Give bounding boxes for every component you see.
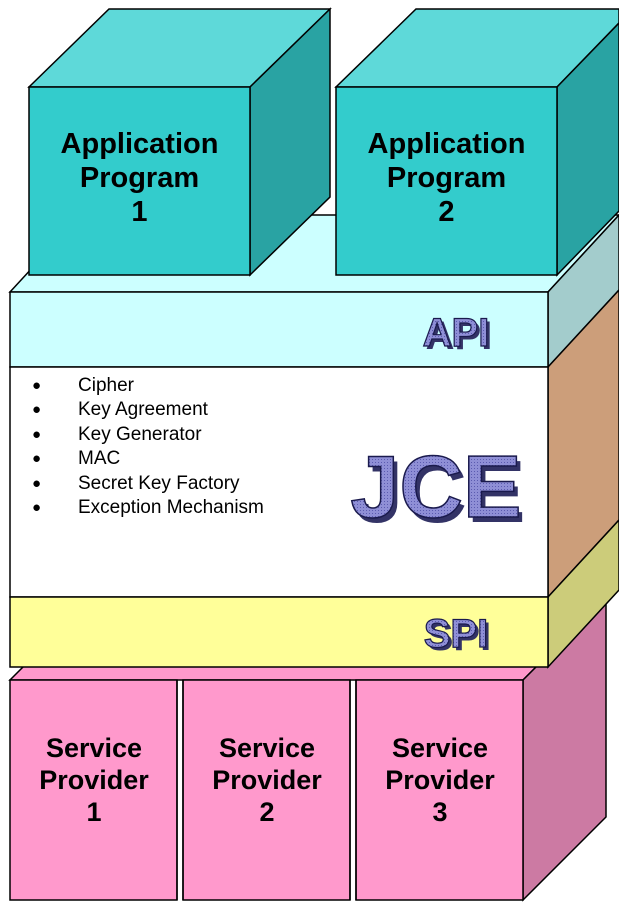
api-layer bbox=[9, 291, 549, 368]
application-program-2-label: Application Program 2 bbox=[336, 127, 557, 230]
feature-item: ● Cipher bbox=[30, 374, 264, 398]
app2-front-face bbox=[335, 86, 558, 276]
application-program-1-cube bbox=[27, 7, 332, 277]
spi-layer bbox=[9, 596, 549, 668]
sp1-line3: 1 bbox=[86, 796, 102, 827]
app2-line3: 2 bbox=[438, 196, 455, 229]
sp3-line3: 3 bbox=[432, 796, 448, 827]
sp2-line2: Provider bbox=[212, 764, 322, 795]
application-program-2-cube bbox=[334, 8, 619, 277]
app1-front-face bbox=[28, 86, 251, 276]
feature-item: ● Secret Key Factory bbox=[30, 472, 264, 496]
sp2-line1: Service bbox=[218, 733, 316, 763]
service-provider-1-box bbox=[9, 679, 178, 901]
feature-item: ● Key Agreement bbox=[30, 398, 264, 422]
bullet-icon: ● bbox=[32, 498, 42, 516]
app2-line2: Program bbox=[386, 162, 507, 195]
feature-label: MAC bbox=[78, 448, 121, 470]
svg-text:SPI: SPI bbox=[427, 615, 491, 659]
feature-item: ● Key Generator bbox=[30, 423, 264, 447]
feature-label: Key Agreement bbox=[78, 399, 208, 421]
service-provider-2-box bbox=[182, 679, 351, 901]
service-provider-3-box bbox=[355, 679, 524, 901]
service-provider-2-label: Service Provider 2 bbox=[185, 733, 349, 829]
feature-label: Exception Mechanism bbox=[78, 496, 264, 518]
svg-text:SPI: SPI bbox=[424, 612, 488, 656]
feature-label: Secret Key Factory bbox=[78, 472, 240, 494]
bullet-icon: ● bbox=[32, 425, 42, 443]
sp2-line3: 2 bbox=[259, 796, 275, 827]
svg-text:JCE: JCE bbox=[350, 437, 521, 536]
app1-line2: Program bbox=[79, 162, 200, 195]
bullet-icon: ● bbox=[32, 401, 42, 419]
service-provider-3-label: Service Provider 3 bbox=[358, 733, 522, 829]
feature-label: Key Generator bbox=[78, 423, 202, 445]
app2-line1: Application bbox=[367, 128, 526, 160]
application-program-1-label: Application Program 1 bbox=[29, 127, 250, 230]
sp3-line2: Provider bbox=[385, 764, 495, 795]
feature-item: ● MAC bbox=[30, 447, 264, 471]
sp3-line1: Service bbox=[391, 733, 489, 763]
sp1-line1: Service bbox=[45, 733, 143, 763]
svg-text:API: API bbox=[423, 311, 490, 355]
spi-label: SPI SPI bbox=[423, 611, 491, 659]
service-provider-1-label: Service Provider 1 bbox=[12, 733, 176, 829]
feature-label: Cipher bbox=[78, 375, 134, 396]
jce-label: JCE JCE bbox=[350, 436, 526, 541]
app1-line3: 1 bbox=[131, 196, 148, 229]
jce-feature-list: ● Cipher ● Key Agreement ● Key Generator ● M… bbox=[30, 374, 264, 520]
bullet-icon: ● bbox=[32, 377, 42, 394]
api-label: API API bbox=[422, 310, 493, 358]
bullet-icon: ● bbox=[32, 474, 42, 492]
app1-line1: Application bbox=[60, 128, 219, 160]
feature-item: ● Exception Mechanism bbox=[30, 496, 264, 520]
sp1-line2: Provider bbox=[39, 764, 149, 795]
svg-text:API: API bbox=[426, 314, 493, 358]
bullet-icon: ● bbox=[32, 450, 42, 468]
svg-text:JCE: JCE bbox=[354, 442, 525, 541]
